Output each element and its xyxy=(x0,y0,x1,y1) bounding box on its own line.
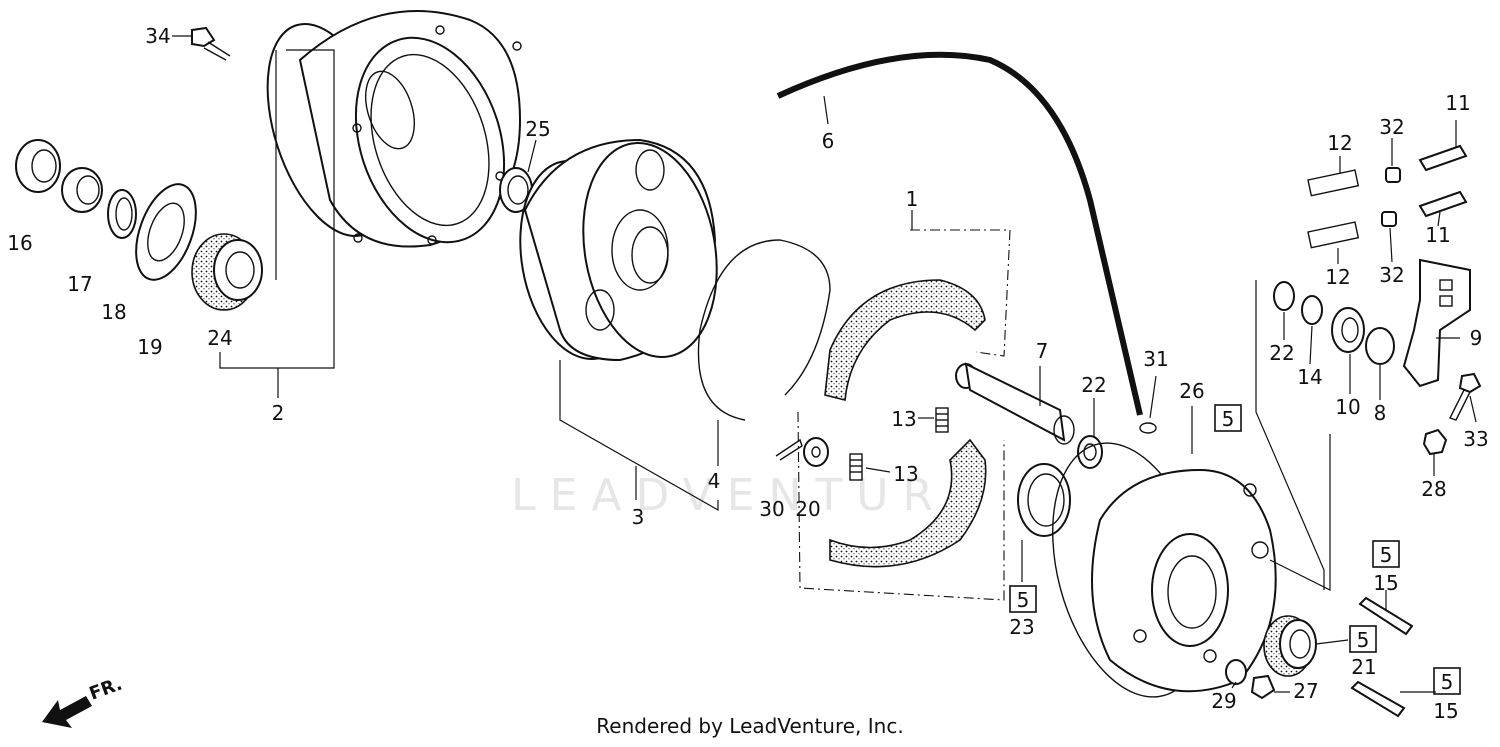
callout-33: 33 xyxy=(1463,427,1488,451)
bolt-33 xyxy=(1449,372,1482,421)
callout-32-upper: 32 xyxy=(1379,115,1404,139)
washer-19 xyxy=(135,183,197,281)
callout-31: 31 xyxy=(1143,347,1168,371)
callout-14: 14 xyxy=(1297,365,1322,389)
brake-panel-26 xyxy=(1052,442,1277,698)
callout-15-lower: 15 xyxy=(1433,699,1458,723)
spring-10 xyxy=(1331,307,1365,353)
seal-14 xyxy=(1301,295,1323,325)
callout-11-lower: 11 xyxy=(1425,223,1450,247)
arm-9 xyxy=(1402,258,1471,388)
washer-29 xyxy=(1225,659,1247,685)
callout-12-lower: 12 xyxy=(1325,265,1350,289)
callout-27: 27 xyxy=(1293,679,1318,703)
washer-20 xyxy=(803,437,829,467)
indicator-8 xyxy=(1365,327,1395,365)
callout-7: 7 xyxy=(1036,339,1049,363)
callout-labels: 34 16 17 18 19 24 2 25 3 4 6 1 13 13 30 … xyxy=(7,24,1488,723)
washer-18 xyxy=(107,189,137,239)
callout-16: 16 xyxy=(7,231,32,255)
seal-23 xyxy=(1017,463,1071,537)
callout-5-stud-lower: 5 xyxy=(1441,670,1454,694)
front-label: FR. xyxy=(87,674,126,705)
brake-shoe-lower-1 xyxy=(829,438,987,568)
callout-15-upper: 15 xyxy=(1373,571,1398,595)
stud-15-upper xyxy=(1358,596,1414,636)
callout-24: 24 xyxy=(207,326,232,350)
bearing-21 xyxy=(1263,615,1317,677)
bolt-34 xyxy=(172,26,231,61)
leader-lines xyxy=(219,49,1477,693)
callout-5-bearing: 5 xyxy=(1357,628,1370,652)
callout-1: 1 xyxy=(906,187,919,211)
box-5-bearing xyxy=(1349,625,1377,653)
box-5-seal xyxy=(1009,585,1037,613)
callout-32-lower: 32 xyxy=(1379,263,1404,287)
brake-shoe-upper-1 xyxy=(824,279,986,402)
callout-3: 3 xyxy=(632,505,645,529)
callout-11-upper: 11 xyxy=(1445,91,1470,115)
callout-2: 2 xyxy=(272,401,285,425)
callout-5-panel: 5 xyxy=(1222,407,1235,431)
collar-17 xyxy=(61,167,103,213)
callout-13-lower: 13 xyxy=(893,462,918,486)
callout-4: 4 xyxy=(708,469,721,493)
breather-hose-6 xyxy=(776,51,1143,416)
brake-panel-3 xyxy=(519,138,718,362)
box-5-panel xyxy=(1214,404,1242,432)
cotter-pin-30 xyxy=(775,438,803,461)
springs-12 xyxy=(1307,169,1360,249)
stud-15-lower xyxy=(1350,680,1406,718)
box-5-stud-lower xyxy=(1433,667,1461,695)
callout-17: 17 xyxy=(67,272,92,296)
bearing-24 xyxy=(191,233,263,311)
callout-28: 28 xyxy=(1421,477,1446,501)
callout-23: 23 xyxy=(1009,615,1034,639)
callout-29: 29 xyxy=(1211,689,1236,713)
callout-8: 8 xyxy=(1374,401,1387,425)
callout-22-upper: 22 xyxy=(1269,341,1294,365)
spring-13-lower xyxy=(849,453,863,481)
callout-26: 26 xyxy=(1179,379,1204,403)
arrow-icon xyxy=(42,696,92,728)
box-5-stud-upper xyxy=(1372,540,1400,568)
callout-30: 30 xyxy=(759,497,784,521)
callout-5-seal: 5 xyxy=(1017,588,1030,612)
callout-21: 21 xyxy=(1351,655,1376,679)
callout-18: 18 xyxy=(101,300,126,324)
watermark-text: LEADVENTURE xyxy=(511,470,989,521)
seal-25 xyxy=(499,167,533,213)
nut-28 xyxy=(1422,428,1448,456)
nut-16 xyxy=(15,139,61,193)
callout-34: 34 xyxy=(145,24,170,48)
callout-13-upper: 13 xyxy=(891,407,916,431)
brake-cam-7 xyxy=(955,362,1075,445)
bolt-27 xyxy=(1250,674,1276,700)
o-ring-31 xyxy=(1139,422,1157,434)
callout-10: 10 xyxy=(1335,395,1360,419)
callout-25: 25 xyxy=(525,117,550,141)
o-ring-4 xyxy=(697,239,831,421)
pins-11 xyxy=(1418,144,1468,218)
callout-5-stud-upper: 5 xyxy=(1380,543,1393,567)
collars-32 xyxy=(1381,167,1401,227)
footer-credit: Rendered by LeadVenture, Inc. xyxy=(596,714,904,738)
callout-6: 6 xyxy=(822,129,835,153)
brake-drum-2 xyxy=(266,10,522,248)
callout-9: 9 xyxy=(1470,326,1483,350)
callout-19: 19 xyxy=(137,335,162,359)
callout-20: 20 xyxy=(795,497,820,521)
seal-22-upper xyxy=(1273,281,1295,311)
spring-13-upper xyxy=(935,407,949,433)
callout-22-lower: 22 xyxy=(1081,373,1106,397)
callout-12-upper: 12 xyxy=(1327,131,1352,155)
